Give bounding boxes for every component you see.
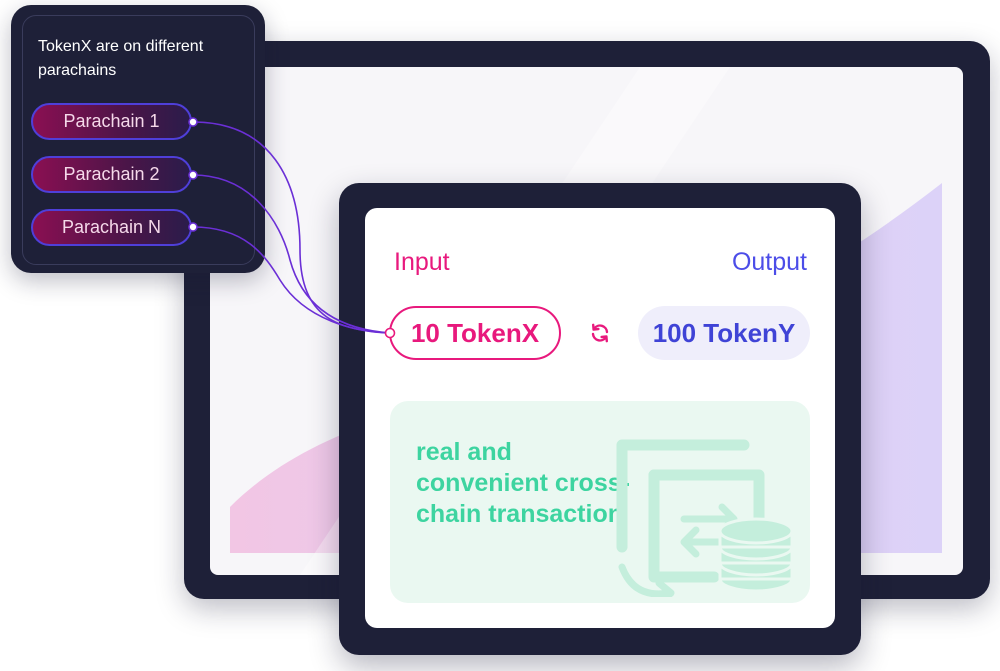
output-token-pill[interactable]: 100 TokenY bbox=[638, 306, 810, 360]
input-token-pill[interactable]: 10 TokenX bbox=[389, 306, 561, 360]
swap-icon[interactable] bbox=[588, 321, 612, 345]
parachain-1-pill[interactable]: Parachain 1 bbox=[31, 103, 192, 140]
coin-stack-icon bbox=[718, 517, 794, 593]
parachain-panel-title: TokenX are on different parachains bbox=[38, 38, 204, 79]
info-card: real and convenient cross-chain transact… bbox=[390, 401, 810, 603]
info-text: real and convenient cross-chain transact… bbox=[416, 438, 630, 528]
parachain-2-pill[interactable]: Parachain 2 bbox=[31, 156, 192, 193]
output-label: Output bbox=[731, 248, 807, 276]
swap-card: Input Output 10 TokenX 100 TokenY real a… bbox=[365, 208, 835, 628]
input-label: Input bbox=[394, 248, 450, 276]
parachain-n-pill[interactable]: Parachain N bbox=[31, 209, 192, 246]
cross-chain-transfer-icon bbox=[616, 439, 794, 597]
